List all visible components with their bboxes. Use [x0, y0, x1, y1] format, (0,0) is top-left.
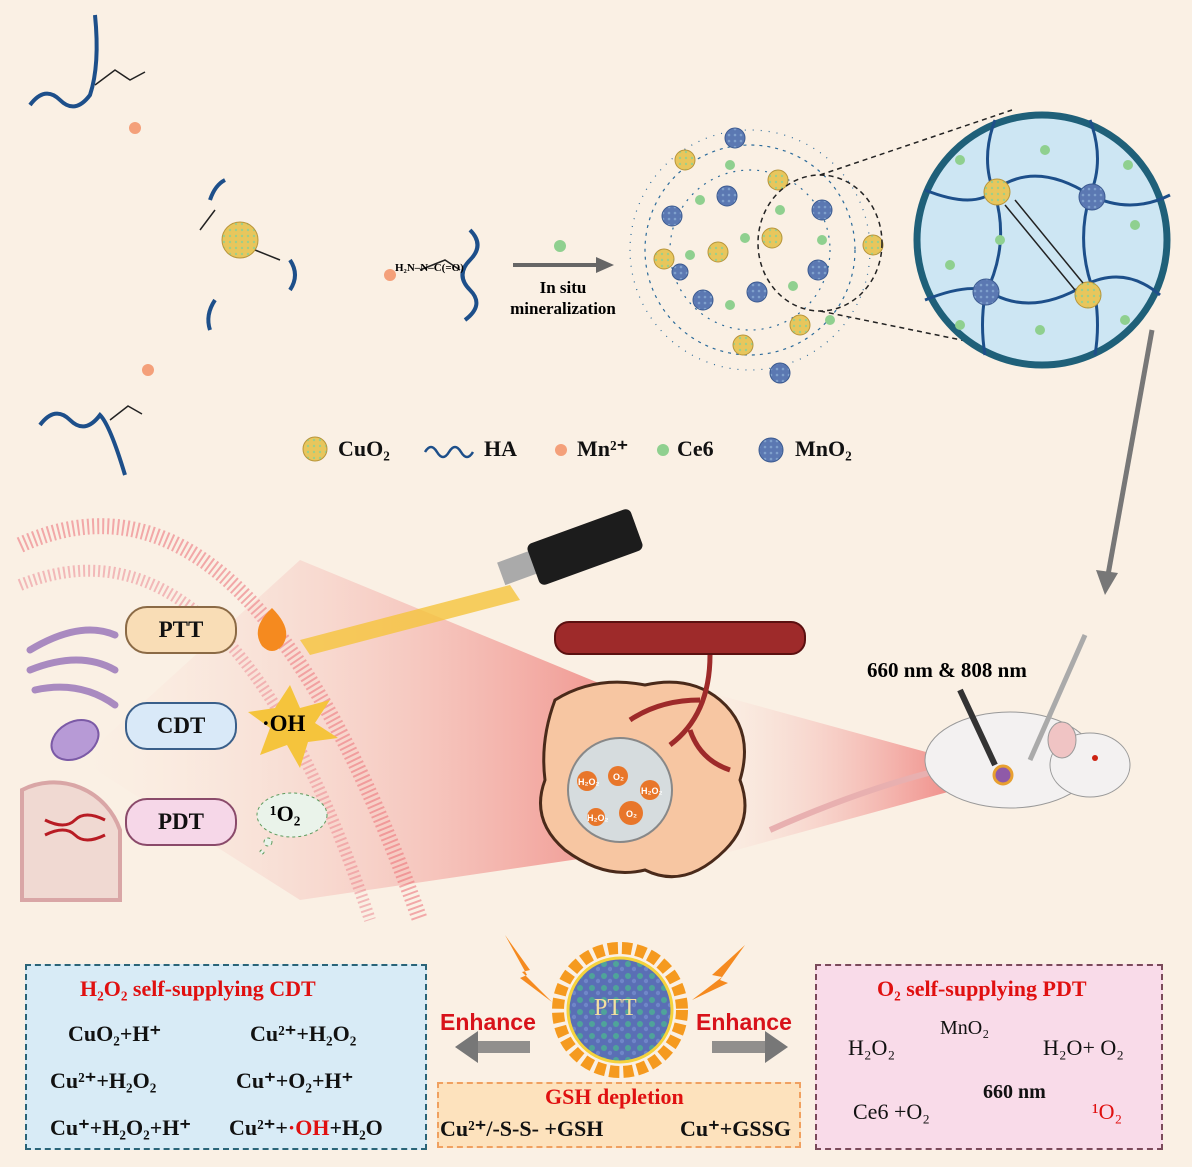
- cdt-eq3-product-a: Cu²⁺+: [229, 1115, 288, 1140]
- cdt-eq3-product-b: +H₂O: [329, 1115, 383, 1140]
- laser-wavelength-label: 660 nm & 808 nm: [867, 658, 1027, 682]
- cuo2-core-icon: [221, 221, 259, 259]
- therapy-pdt: PDT: [125, 798, 237, 846]
- pdt-eq1-left: H₂O₂: [848, 1035, 896, 1060]
- cdt-eq2-left: Cu²⁺+H₂O₂: [50, 1068, 157, 1093]
- mn-ion-dot-icon: [384, 269, 396, 281]
- legend-ha: HA: [484, 436, 517, 461]
- enhance-arrow-left: [455, 1031, 530, 1063]
- ce6-dot-icon: [554, 240, 566, 252]
- laser-fiber: [300, 509, 643, 655]
- mn-ion-dot-icon: [142, 364, 154, 376]
- pdt-box: [815, 964, 1163, 1150]
- cdt-box: [25, 964, 427, 1150]
- cuo2-particle-icon: [302, 436, 328, 462]
- enhance-right-label: Enhance: [696, 1009, 792, 1035]
- tumor-label: O₂: [613, 772, 624, 782]
- legend-mno2: MnO₂: [795, 436, 852, 461]
- mn-ion-dot-icon: [129, 122, 141, 134]
- golgi-icon: [26, 626, 119, 709]
- cdt-eq2-right: Cu⁺+O₂+H⁺: [236, 1068, 354, 1093]
- gsh-eq-right: Cu⁺+GSSG: [680, 1116, 791, 1141]
- mno2-particle-icon: [758, 437, 784, 463]
- mouse-illustration: [768, 633, 1131, 833]
- cdt-eq3-left: Cu⁺+H₂O₂+H⁺: [50, 1115, 191, 1140]
- pdt-eq2-catalyst: 660 nm: [983, 1081, 1046, 1103]
- singlet-oxygen-label: ¹O₂: [270, 801, 301, 826]
- ptt-nanoparticle-icon: [505, 935, 745, 1078]
- tumor-label: H₂O₂: [587, 813, 609, 823]
- pdt-eq1-catalyst: MnO₂: [940, 1017, 990, 1039]
- arrow-label-line1: In situ: [539, 278, 587, 297]
- cdt-eq1-right: Cu²⁺+H₂O₂: [250, 1021, 357, 1046]
- tumor-label: O₂: [626, 809, 637, 819]
- dna-icon: [44, 813, 106, 842]
- light-beam-right: [700, 690, 1010, 860]
- flame-icon: [257, 608, 287, 651]
- singlet-oxygen-cloud-icon: [256, 792, 328, 855]
- legend-cuo2: CuO₂: [338, 436, 390, 461]
- nucleus-icon: [20, 780, 122, 902]
- legend-mn: Mn²⁺: [577, 436, 629, 461]
- gsh-eq-left: Cu²⁺/-S-S- +GSH: [440, 1116, 604, 1141]
- cdt-box-title: H₂O₂ self-supplying CDT: [80, 976, 316, 1001]
- pdt-eq2-right: ¹O₂: [1092, 1099, 1123, 1124]
- therapy-ptt: PTT: [125, 606, 237, 654]
- ptt-ball-label: PTT: [594, 995, 637, 1021]
- hydrazide-label: H₂N–N–C(=O): [395, 262, 464, 274]
- mitochondria-icon: [50, 719, 100, 761]
- tumor-label: H₂O₂: [641, 786, 663, 796]
- hydrazide-bonds: [94, 69, 461, 421]
- ha-hydrazide-molecules: [28, 14, 480, 476]
- pdt-box-title: O₂ self-supplying PDT: [877, 976, 1087, 1001]
- ha-wave-icon: [423, 445, 475, 459]
- pdt-eq2-left: Ce6 +O₂: [853, 1099, 930, 1124]
- cdt-eq3-hydroxyl: ·OH: [287, 1115, 330, 1140]
- mineralization-arrow: [513, 257, 614, 273]
- nanoparticle-cluster: [629, 109, 1013, 384]
- cdt-eq3-right: Cu²⁺+·OH+H₂O: [229, 1115, 383, 1141]
- hydroxyl-radical-label: ·OH: [262, 711, 306, 736]
- legend-ce6: Ce6: [677, 436, 714, 461]
- workflow-arrow: [1096, 329, 1155, 595]
- gsh-box: [437, 1082, 801, 1148]
- tumor-label: H₂O₂: [578, 777, 600, 787]
- arrow-label-line2: mineralization: [510, 299, 616, 318]
- gsh-box-title: GSH depletion: [545, 1084, 684, 1109]
- pdt-eq1-right: H₂O+ O₂: [1043, 1035, 1124, 1060]
- cdt-eq1-left: CuO₂+H⁺: [68, 1021, 162, 1046]
- enhance-left-label: Enhance: [440, 1009, 536, 1035]
- hydroxyl-burst-icon: [248, 685, 338, 768]
- zoomed-network-view: [913, 111, 1171, 369]
- enhance-arrow-right: [712, 1031, 788, 1063]
- tumor-tissue: [539, 621, 806, 879]
- mn-ion-dot-icon: [555, 444, 567, 456]
- ce6-dot-icon: [657, 444, 669, 456]
- mineralization-label: In situ mineralization: [503, 277, 623, 319]
- therapy-cdt: CDT: [125, 702, 237, 750]
